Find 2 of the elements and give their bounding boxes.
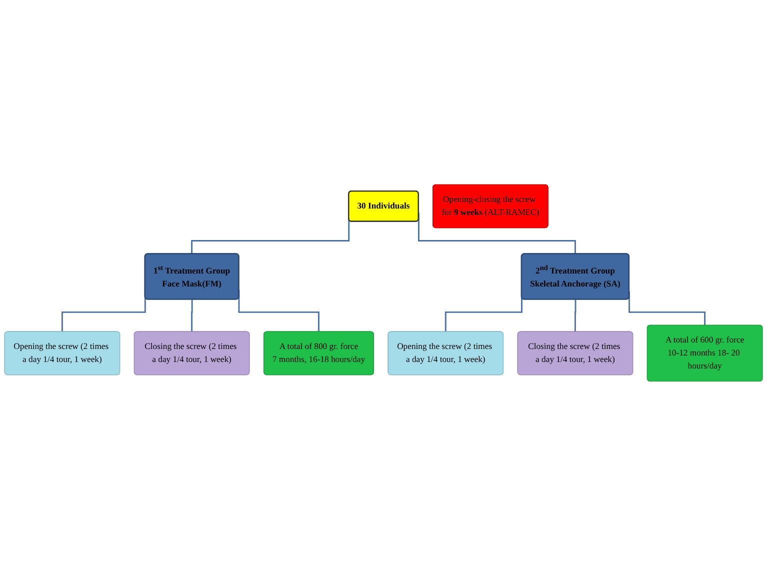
connector <box>191 299 193 332</box>
connector <box>574 299 576 332</box>
